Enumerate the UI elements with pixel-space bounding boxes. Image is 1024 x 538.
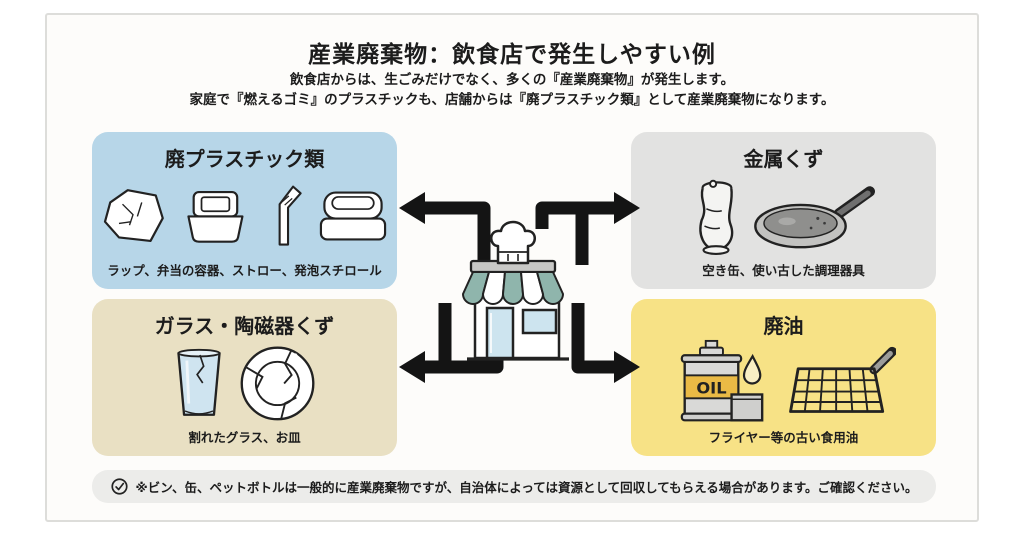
waste-box-oil-title: 廃油 xyxy=(763,314,804,338)
note-bar: ※ビン、缶、ペットボトルは一般的に産業廃棄物ですが、自治体によっては資源として回… xyxy=(92,470,936,503)
arrow-top-left-icon xyxy=(423,201,491,265)
foam-clamshell-icon xyxy=(319,191,386,241)
waste-box-plastic-icons xyxy=(92,172,397,260)
crushed-can-icon xyxy=(698,179,733,255)
subtitle-line-2: 家庭で『燃えるゴミ』のプラスチックも、店舗からは『廃プラスチック類』として産業廃… xyxy=(189,91,835,108)
infographic-card: 産業廃棄物：飲食店で発生しやすい例 飲食店からは、生ごみだけでなく、多くの『産業… xyxy=(45,13,979,522)
waste-box-metal: 金属くず xyxy=(631,132,936,289)
note-text: ※ビン、缶、ペットボトルは一般的に産業廃棄物ですが、自治体によっては資源として回… xyxy=(135,480,918,495)
plastic-wrap-icon xyxy=(103,189,164,243)
waste-box-metal-caption: 空き缶、使い古した調理器具 xyxy=(702,263,865,278)
waste-box-metal-title: 金属くず xyxy=(743,147,824,171)
oil-can-label: OIL xyxy=(696,379,726,398)
straw-icon xyxy=(278,185,302,246)
subtitle-line-1: 飲食店からは、生ごみだけでなく、多くの『産業廃棄物』が発生します。 xyxy=(289,72,735,88)
restaurant-hub-graphic xyxy=(397,165,642,410)
waste-box-oil-caption: フライヤー等の古い食用油 xyxy=(708,430,859,445)
oil-drop-icon xyxy=(742,353,761,385)
check-circle-icon xyxy=(110,478,128,495)
waste-box-plastic-caption: ラップ、弁当の容器、ストロー、発泡スチロール xyxy=(107,263,382,278)
page-title: 産業廃棄物：飲食店で発生しやすい例 xyxy=(308,42,716,68)
waste-box-oil: 廃油 OIL xyxy=(631,299,936,456)
fryer-basket-icon xyxy=(788,346,896,413)
waste-box-glass-icons xyxy=(92,339,397,427)
arrow-top-right-icon xyxy=(535,201,616,229)
waste-box-glass: ガラス・陶磁器くず 割れたグラス、お皿 xyxy=(92,299,397,456)
restaurant-storefront-icon xyxy=(462,220,569,361)
broken-glass-icon xyxy=(176,348,221,416)
waste-box-glass-caption: 割れたグラス、お皿 xyxy=(188,430,301,445)
bento-container-icon xyxy=(186,190,244,243)
broken-plate-icon xyxy=(240,346,314,421)
waste-box-metal-icons xyxy=(631,172,936,260)
frying-pan-icon xyxy=(753,186,875,249)
waste-box-plastic-title: 廃プラスチック類 xyxy=(164,147,325,171)
page-subtitle: 飲食店からは、生ごみだけでなく、多くの『産業廃棄物』が発生します。 家庭で『燃え… xyxy=(47,71,977,110)
arrow-bottom-right-icon xyxy=(571,303,616,374)
oil-can-icon: OIL xyxy=(680,339,763,422)
waste-box-plastic: 廃プラスチック類 xyxy=(92,132,397,289)
waste-box-glass-title: ガラス・陶磁器くず xyxy=(154,314,335,338)
waste-box-oil-icons: OIL xyxy=(631,339,936,427)
